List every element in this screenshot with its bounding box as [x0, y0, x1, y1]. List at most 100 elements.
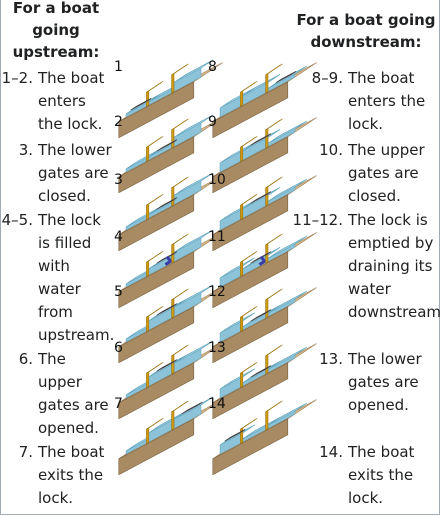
step-line: closed.	[38, 187, 91, 205]
ground-front	[118, 136, 195, 194]
upper-gate	[171, 354, 175, 375]
lock-figure: 10	[208, 172, 317, 252]
step-line: The lower	[348, 350, 422, 368]
ground-front	[118, 81, 195, 139]
lock-figure: 12	[208, 284, 317, 364]
upper-gate	[265, 73, 269, 94]
step-line: opened.	[38, 419, 99, 437]
step-line: The boat	[38, 443, 105, 461]
downstream-step-number: 8–9.	[311, 69, 343, 87]
ground-front	[118, 251, 195, 309]
upstream-step-number: 4–5.	[1, 211, 33, 229]
figure-number-label: 7	[114, 396, 123, 412]
lock-figure: 3	[114, 172, 223, 252]
ground-front	[118, 362, 195, 420]
downstream-step-number: 10.	[319, 141, 343, 159]
lower-gate	[240, 427, 244, 444]
upper-gate	[171, 128, 175, 149]
step-line: draining its	[348, 257, 433, 275]
upper-gate	[265, 410, 269, 431]
lower-gate	[240, 371, 244, 388]
upper-gate	[171, 298, 175, 319]
downstream-step-text: The boat enters the lock.	[348, 67, 425, 136]
ground-front	[212, 136, 289, 194]
step-line: The boat	[38, 69, 105, 87]
boat	[130, 98, 152, 111]
lower-gate	[146, 315, 150, 332]
downstream-step-text: The lock is emptied by draining its wate…	[348, 209, 440, 324]
step-line: exits the	[348, 466, 414, 484]
upper-gate	[171, 186, 175, 207]
upper-gate	[171, 73, 175, 94]
lock-figure: 8	[208, 59, 317, 139]
boat	[275, 70, 297, 84]
figure-number-label: 9	[208, 114, 217, 130]
ground-front	[212, 362, 289, 420]
downstream-step-number: 13.	[319, 350, 343, 368]
step-line: is filled	[38, 234, 92, 252]
lower-gate	[146, 203, 150, 220]
ground-front	[212, 81, 289, 139]
boat	[224, 429, 246, 442]
downstream-step-text: The upper gates are closed.	[348, 139, 425, 208]
lower-gate	[240, 145, 244, 162]
upstream-heading-line: upstream:	[12, 43, 100, 61]
step-line: The	[38, 350, 66, 368]
step-line: downstream.	[348, 303, 440, 321]
figure-number-label: 1	[114, 59, 123, 75]
figure-number-label: 5	[114, 284, 123, 300]
lock-figure: 11	[208, 229, 317, 309]
lower-gate	[146, 90, 150, 107]
upper-gate	[265, 186, 269, 207]
step-line: The upper	[348, 141, 425, 159]
lock-figure: 2	[114, 114, 223, 194]
lower-gate	[146, 427, 150, 444]
figure-number-label: 12	[208, 284, 226, 300]
lock-figure: 13	[208, 340, 317, 420]
lock-figure: 9	[208, 114, 317, 194]
upstream-heading-line: going	[32, 21, 80, 39]
downstream-step-number: 11–12.	[292, 211, 343, 229]
figure-number-label: 14	[208, 396, 226, 412]
figure-number-label: 2	[114, 114, 123, 130]
upper-gate	[265, 128, 269, 149]
downstream-step-text: The lower gates are opened.	[348, 348, 422, 417]
water-flow-arrow	[258, 255, 266, 266]
lock-figure: 1	[114, 59, 223, 139]
step-line: upstream.	[38, 326, 115, 344]
lower-gate	[240, 90, 244, 107]
step-line: gates are	[38, 164, 109, 182]
step-line: the lock.	[38, 115, 103, 133]
upstream-step-text: The lock is filled with water from upstr…	[38, 209, 114, 347]
step-line: water	[38, 280, 81, 298]
upstream-step-number: 6.	[18, 350, 33, 368]
ground-front	[212, 306, 289, 364]
ground-front	[118, 418, 195, 476]
ground-front	[212, 251, 289, 309]
lock-figure: 14	[208, 396, 317, 476]
boat	[181, 401, 203, 415]
lower-gate	[240, 260, 244, 277]
step-line: The boat	[348, 443, 415, 461]
boat	[156, 359, 178, 372]
step-line: The lock	[38, 211, 101, 229]
boat	[250, 309, 272, 322]
step-line: closed.	[348, 187, 401, 205]
figure-number-label: 8	[208, 59, 217, 75]
figure-number-label: 13	[208, 340, 226, 356]
lock-figure: 4	[114, 229, 223, 309]
upstream-step-number: 7.	[18, 443, 33, 461]
step-line: The lock is	[348, 211, 428, 229]
upstream-step-text: The lower gates are closed.	[38, 139, 112, 208]
step-line: lock.	[38, 489, 74, 507]
step-line: exits the	[38, 466, 104, 484]
ground-front	[118, 306, 195, 364]
lower-gate	[146, 145, 150, 162]
step-line: water	[348, 280, 391, 298]
step-line: enters the	[348, 92, 426, 110]
step-line: lock.	[348, 489, 384, 507]
boat	[250, 191, 272, 204]
upstream-heading-line: For a boat	[12, 0, 100, 17]
step-line: The lower	[38, 141, 112, 159]
